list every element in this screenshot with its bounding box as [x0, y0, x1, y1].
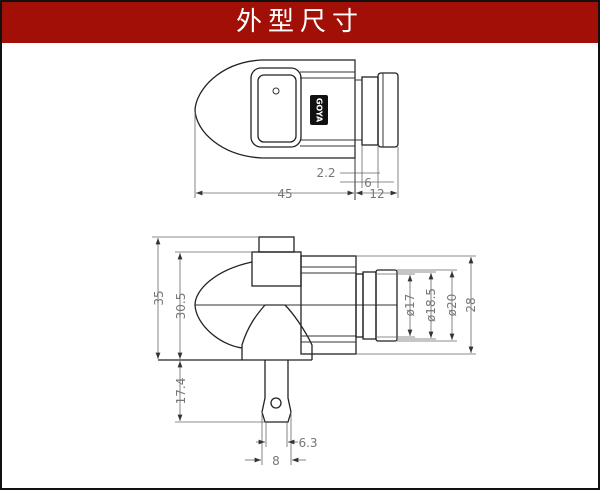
indicator-dot [272, 87, 280, 95]
dim-35: 35 [152, 290, 166, 305]
rocker-switch [257, 74, 297, 143]
connector-ring [377, 72, 399, 148]
dim-28: 28 [464, 297, 478, 312]
dim-45: 45 [277, 187, 292, 201]
dim-30-5: 30.5 [174, 293, 188, 320]
logo-text: GOYA [315, 98, 324, 123]
dim-dia-20: ø20 [445, 294, 459, 317]
pin-hole [270, 397, 282, 409]
dim-12: 12 [369, 187, 384, 201]
dim-6: 6 [364, 176, 372, 190]
dim-17-4: 17.4 [174, 378, 188, 405]
upper-block [251, 251, 302, 287]
ground-pin [261, 360, 292, 423]
dim-dia-17: ø17 [403, 294, 417, 317]
page-title: 外型尺寸 [2, 2, 598, 43]
top-bump [258, 236, 295, 253]
top-view-body-outline [194, 59, 356, 159]
goya-logo [310, 95, 328, 125]
dim-6-3: 6.3 [298, 436, 317, 450]
dim-dia-18-5: ø18.5 [424, 288, 438, 322]
top-view: GOYA 45 12 6 2.2 [194, 59, 399, 201]
dim-2-2: 2.2 [316, 166, 335, 180]
connector-body [361, 76, 379, 146]
switch-frame [250, 67, 302, 148]
side-connector-ring [375, 269, 398, 342]
dim-8: 8 [272, 454, 280, 468]
side-view: 35 30.5 17.4 ø17 ø18.5 ø20 28 6.3 8 [152, 236, 478, 468]
